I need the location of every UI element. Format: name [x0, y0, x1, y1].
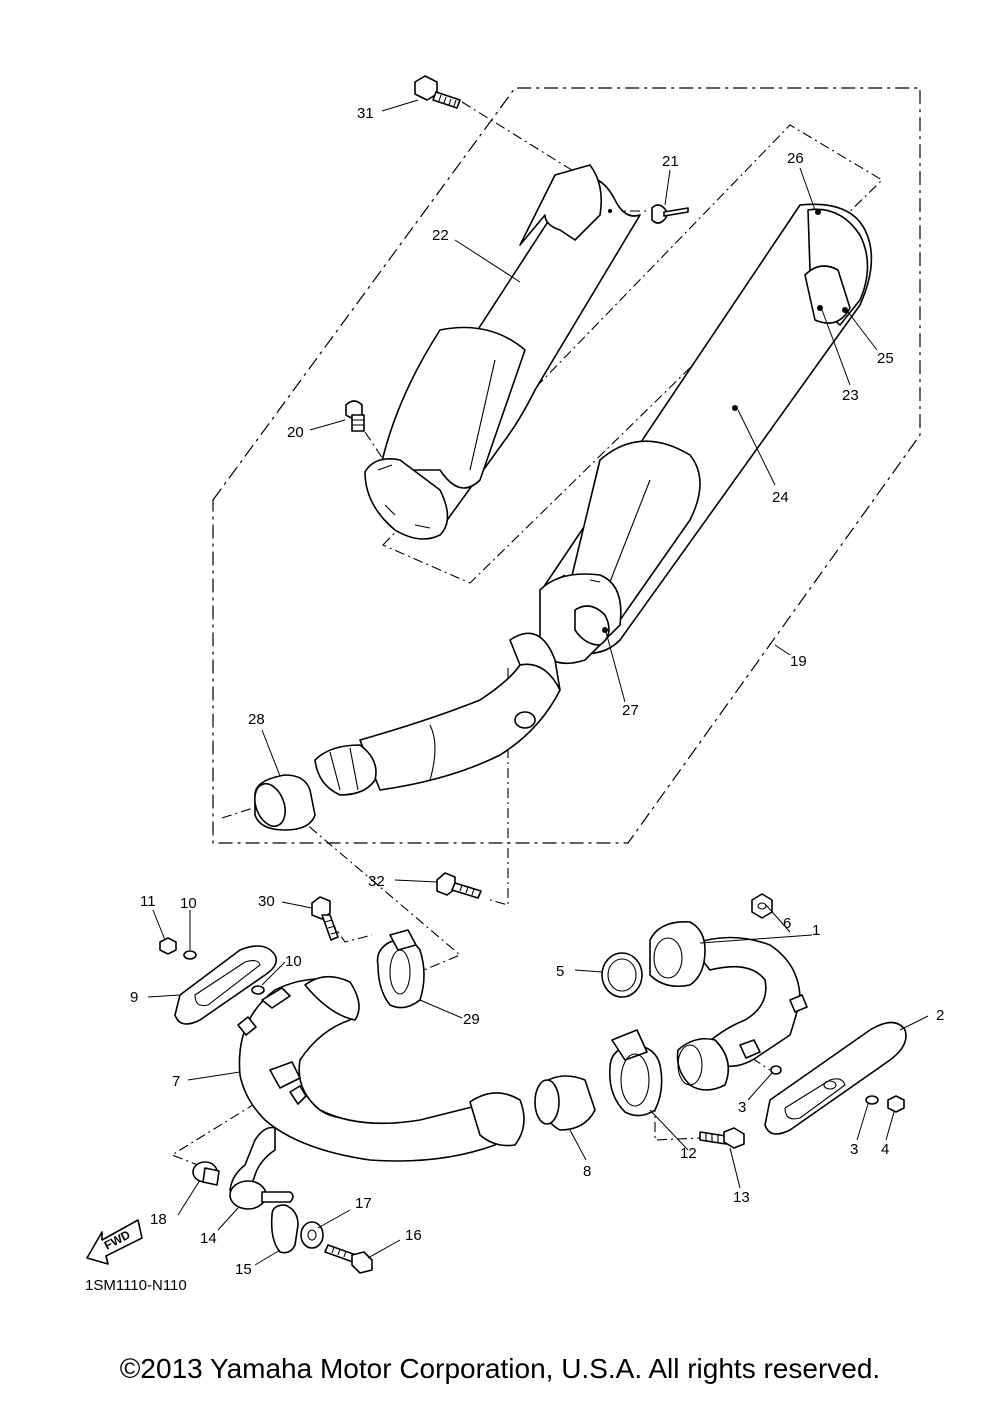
protector-2 — [764, 1021, 907, 1135]
bolt-16 — [324, 1244, 373, 1274]
callout-14: 14 — [200, 1230, 217, 1247]
leader-32-guide — [489, 668, 509, 906]
forward-arrow-icon: FWD — [86, 1219, 143, 1265]
bolt-32 — [436, 872, 482, 899]
washer-3a — [770, 1065, 782, 1075]
leader-31-to-bracket — [461, 101, 576, 173]
copyright-notice: ©2013 Yamaha Motor Corporation, U.S.A. A… — [120, 1353, 880, 1384]
callout-19: 19 — [790, 653, 807, 670]
callout-30: 30 — [258, 893, 275, 910]
callout-18: 18 — [150, 1211, 167, 1228]
bolt-30 — [311, 896, 339, 941]
callout-5: 5 — [556, 963, 564, 980]
muffler-body-boundary — [382, 124, 883, 584]
callout-24: 24 — [772, 489, 789, 506]
callout-10a: 10 — [180, 895, 197, 912]
bolt-31 — [414, 75, 461, 109]
washer-17 — [300, 1221, 324, 1249]
nut-4 — [887, 1095, 905, 1113]
bracket-14 — [229, 1126, 294, 1210]
diagram-code: 1SM1110-N110 — [85, 1277, 187, 1294]
gasket-28 — [254, 774, 316, 831]
callout-6: 6 — [783, 915, 791, 932]
muffler-assembly-boundary — [212, 87, 921, 844]
clamp-29 — [376, 929, 425, 1009]
callout-9: 9 — [130, 989, 138, 1006]
washer-10b — [251, 985, 265, 995]
exhaust-pipe-1 — [649, 921, 808, 1091]
clamp-12 — [608, 1029, 663, 1117]
nut-6 — [751, 893, 773, 919]
callout-23: 23 — [842, 387, 859, 404]
leader-28-guide — [221, 799, 462, 981]
callout-31: 31 — [357, 105, 374, 122]
collar-18 — [192, 1161, 220, 1186]
muffler-inlet-pipe — [314, 663, 561, 796]
callout-16: 16 — [405, 1227, 422, 1244]
callout-10b: 10 — [285, 953, 302, 970]
callout-28: 28 — [248, 711, 265, 728]
exhaust-pipe-7 — [237, 975, 525, 1162]
nut-11 — [159, 937, 177, 955]
callout-4: 4 — [881, 1141, 889, 1158]
callout-17: 17 — [355, 1195, 372, 1212]
callout-2: 2 — [936, 1007, 944, 1024]
callout-11: 11 — [140, 893, 156, 910]
leader-20-screw — [364, 431, 386, 463]
gasket-5 — [601, 952, 643, 998]
leader-3-guide — [751, 1057, 771, 1071]
callout-29: 29 — [463, 1011, 480, 1028]
washer-3b — [865, 1095, 879, 1105]
protector-22 — [364, 164, 641, 540]
muffler-19 — [509, 203, 873, 696]
callout-15: 15 — [235, 1261, 252, 1278]
callout-20: 20 — [287, 424, 304, 441]
callout-13: 13 — [733, 1189, 750, 1206]
callout-27: 27 — [622, 702, 639, 719]
washer-10a — [183, 950, 197, 960]
callout-3b: 3 — [850, 1141, 858, 1158]
callout-1: 1 — [812, 922, 820, 939]
rivet-21 — [608, 204, 689, 224]
protector-9 — [174, 945, 278, 1025]
bolt-13 — [699, 1127, 745, 1149]
callout-8: 8 — [583, 1163, 591, 1180]
screw-20 — [345, 400, 365, 432]
callout-labels: 31 21 22 20 26 25 23 24 19 27 28 32 30 1… — [130, 105, 944, 1278]
callout-25: 25 — [877, 350, 894, 367]
callout-leaders — [147, 99, 929, 1266]
damper-15 — [270, 1204, 299, 1254]
callout-21: 21 — [662, 153, 679, 170]
leader-18-guide — [170, 1081, 291, 1166]
callout-3a: 3 — [738, 1099, 746, 1116]
callout-22: 22 — [432, 227, 449, 244]
callout-26: 26 — [787, 150, 804, 167]
callout-7: 7 — [172, 1073, 180, 1090]
gasket-8 — [534, 1075, 596, 1131]
callout-12: 12 — [680, 1145, 697, 1162]
callout-32: 32 — [368, 873, 385, 890]
